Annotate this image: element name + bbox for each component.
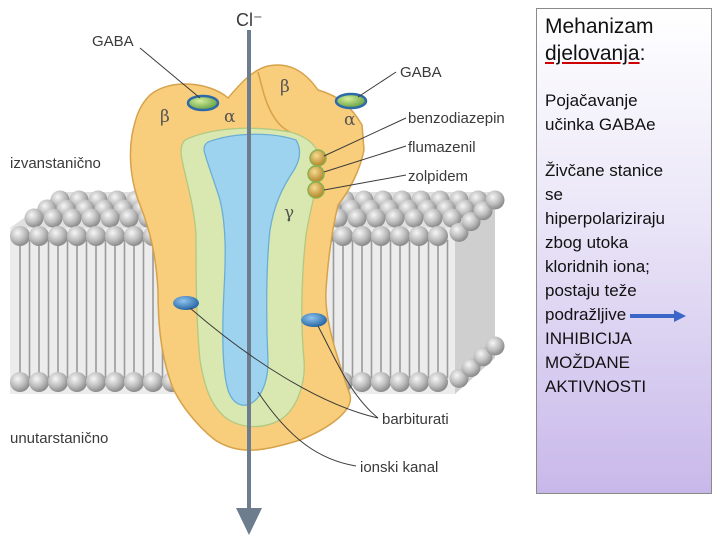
lipid-head [29,372,49,392]
lipid-head [333,226,353,246]
effect-paragraph: Pojačavanje učinka GABAe [545,89,705,137]
lipid-head [86,372,106,392]
lipid-head [428,372,448,392]
zolpidem-label: zolpidem [408,168,468,185]
benzodiazepine-site-1 [309,149,327,167]
barbiturate-site-left [173,296,199,310]
lipid-head [62,208,82,228]
panel-title-colon: : [639,42,646,65]
explanation-line: Živčane stanice [545,161,664,180]
lipid-head [442,208,462,228]
lipid-head [385,208,405,228]
explanation-last-word: podražljive [545,305,627,324]
ion-channel-label: ionski kanal [360,459,438,476]
subunit-beta-top: β [280,77,290,97]
explanation-line: postaju teže [545,281,637,300]
gaba-label-left: GABA [92,33,134,50]
lipid-head [10,226,30,246]
lipid-head [352,226,372,246]
explanation-line: se [545,185,563,204]
subunit-divider-top [257,71,291,133]
lipid-head [81,208,101,228]
lipid-head [404,208,424,228]
lipid-head [428,226,448,246]
lipid-head [124,226,144,246]
explanation-line: zbog utoka [545,233,629,252]
lipid-head [105,226,125,246]
explanation-line: hiperpolariziraju [545,209,666,228]
conclusion-line: INHIBICIJA [545,329,632,348]
lipid-head [347,208,367,228]
lipid-head [105,372,125,392]
subunit-alpha-right: α [344,110,356,130]
lipid-head [143,372,163,392]
conclusion-line: MOŽDANE [545,353,630,372]
lipid-head [86,226,106,246]
extracellular-label: izvanstanično [10,155,101,172]
flumazenil-label: flumazenil [408,139,476,156]
lipid-head [43,208,63,228]
panel-title-line1: Mehanizam [545,15,654,38]
benzodiazepine-site-3 [307,181,325,199]
explanation-paragraph: Živčane stanice se hiperpolariziraju zbo… [545,159,705,399]
lipid-head [409,372,429,392]
lipid-head [390,226,410,246]
lipid-head [371,226,391,246]
explanation-line: kloridnih iona; [545,257,650,276]
chloride-ion-label: Cl⁻ [236,10,263,30]
barbiturates-label: barbiturati [382,411,449,428]
subunit-beta-left: β [160,107,170,127]
subunit-alpha-left: α [224,107,236,127]
effect-line2: učinka GABAe [545,115,656,134]
benzodiazepine-label: benzodiazepin [408,110,505,127]
conclusion-line: AKTIVNOSTI [545,377,647,396]
barbiturate-site-right [301,313,327,327]
leader-lines [139,47,407,467]
lipid-head [67,226,87,246]
effect-line1: Pojačavanje [545,91,638,110]
lipid-head [10,372,30,392]
lipid-head [409,226,429,246]
lipid-head [29,226,49,246]
lipid-head [48,226,68,246]
right-arrow-icon [630,309,687,322]
panel-title-line2: djelovanja [545,42,640,65]
intracellular-label: unutarstanično [10,430,108,447]
gaba-receptor-diagram: Cl⁻ GABA GABA benzodiazepin flumazenil z… [10,10,505,535]
lipid-head [24,208,44,228]
lipid-head [124,372,144,392]
binding-sites [173,92,368,327]
lipid-head [390,372,410,392]
mechanism-text-panel: Mehanizam djelovanja: Pojačavanje učinka… [536,8,712,494]
lipid-head [48,372,68,392]
lipid-head [485,336,505,356]
benzodiazepine-site-2 [307,165,325,183]
chloride-flow-arrow [236,30,262,535]
panel-title: Mehanizam djelovanja: [545,13,705,67]
lipid-head [352,372,372,392]
lipid-head [119,208,139,228]
gaba-site-right [334,92,368,110]
gaba-site-left [186,94,220,112]
lipid-head [371,372,391,392]
gaba-label-right: GABA [400,64,442,81]
lipid-head [67,372,87,392]
lipid-head [423,208,443,228]
lipid-head [366,208,386,228]
subunit-gamma: γ [284,203,294,223]
lipid-head [100,208,120,228]
lipid-head [485,190,505,210]
